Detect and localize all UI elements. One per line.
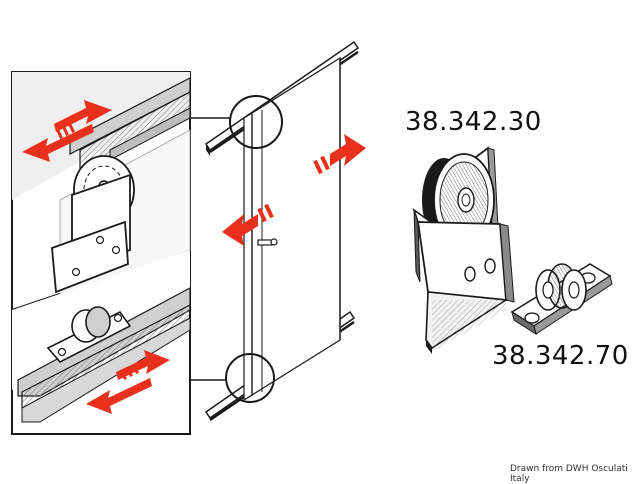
- upper-detail-arrow: [22, 100, 112, 162]
- lower-detail-arrow: [86, 350, 170, 414]
- credit-text: Drawn from DWH Osculati Italy: [510, 464, 628, 484]
- door-arrow-left: [222, 203, 274, 246]
- part-number-upper: 38.342.30: [405, 107, 542, 137]
- upper-track-detail: [12, 72, 191, 301]
- door-arrow-right: [313, 134, 366, 175]
- guide-roller-lower-part: [510, 263, 613, 336]
- door-assembly: [190, 40, 360, 422]
- part-number-lower: 38.342.70: [492, 341, 629, 371]
- lower-track-detail: [12, 250, 191, 423]
- roller-bracket-upper-part: [412, 146, 515, 354]
